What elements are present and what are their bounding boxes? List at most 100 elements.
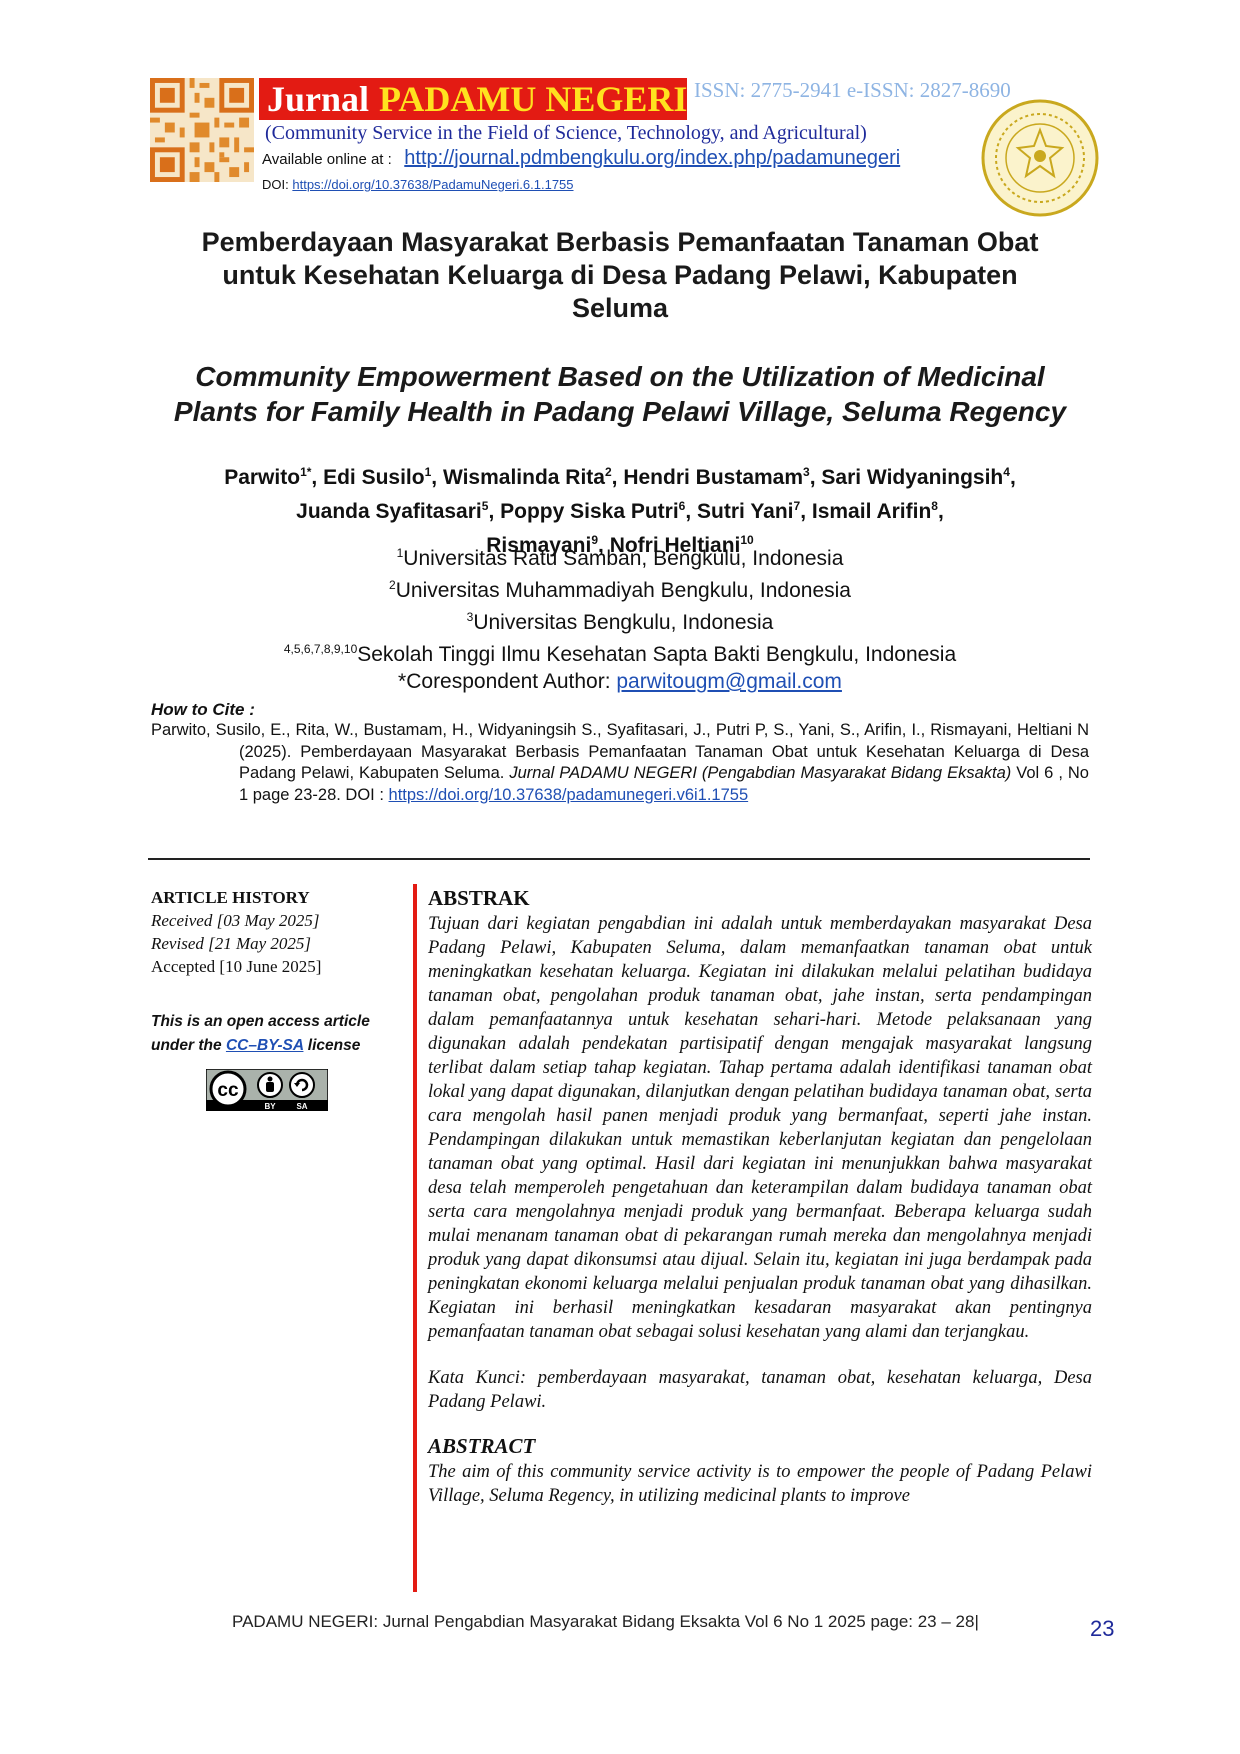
affiliation-list: 1Universitas Ratu Samban, Bengkulu, Indo… xyxy=(140,540,1100,695)
author-sep: , xyxy=(431,466,443,489)
open-access-note: This is an open access article under the… xyxy=(151,1010,370,1058)
author-name: Ismail Arifin xyxy=(811,500,932,523)
author-name: Nofri Heltiani xyxy=(609,534,741,557)
available-online: Available online at : http://journal.pdm… xyxy=(262,147,900,170)
journal-word: Jurnal xyxy=(267,79,370,119)
qr-code xyxy=(150,78,254,182)
author-sep: , xyxy=(598,534,610,557)
paper-title-indonesian: Pemberdayaan Masyarakat Berbasis Pemanfa… xyxy=(140,226,1100,325)
abstract-column: ABSTRAK Tujuan dari kegiatan pengabdian … xyxy=(428,884,1092,1508)
university-seal-logo xyxy=(981,99,1099,217)
author-sup: 1 xyxy=(424,465,432,479)
author-sep: , xyxy=(311,466,324,489)
affiliation-sup: 4,5,6,7,8,9,10 xyxy=(283,642,358,656)
doi-link[interactable]: https://doi.org/10.37638/PadamuNegeri.6.… xyxy=(292,177,574,192)
title-en-line: Plants for Family Health in Padang Pelaw… xyxy=(173,396,1067,427)
how-to-cite-heading: How to Cite : xyxy=(151,700,255,719)
author-sup: 4 xyxy=(1003,465,1010,479)
abstrak-heading: ABSTRAK xyxy=(428,886,530,910)
affiliation-item: 4,5,6,7,8,9,10Sekolah Tinggi Ilmu Keseha… xyxy=(140,636,1100,668)
cc-badge-text: cc xyxy=(217,1080,239,1101)
cc-by-sa-badge[interactable]: cc BY SA xyxy=(206,1069,328,1111)
journal-subtitle: (Community Service in the Field of Scien… xyxy=(265,122,867,144)
doi-line: DOI: https://doi.org/10.37638/PadamuNege… xyxy=(262,177,574,192)
license-link[interactable]: CC–BY-SA xyxy=(225,1037,304,1054)
abstract-heading: ABSTRACT xyxy=(428,1434,536,1458)
title-en-line: Community Empowerment Based on the Utili… xyxy=(195,361,1045,392)
title-id-line: untuk Kesehatan Keluarga di Desa Padang … xyxy=(222,260,1018,290)
sa-share-icon xyxy=(289,1072,315,1098)
author-name: Hendri Bustamam xyxy=(623,466,804,489)
license-post: license xyxy=(307,1037,361,1054)
corresponding-label: *Corespondent Author: xyxy=(398,670,611,693)
history-received: Received [03 May 2025] xyxy=(151,911,320,930)
citation-doi-link[interactable]: https://doi.org/10.37638/padamunegeri.v6… xyxy=(388,785,749,804)
history-heading: ARTICLE HISTORY xyxy=(151,888,310,907)
history-accepted: Accepted [10 June 2025] xyxy=(151,957,322,976)
author-name: Rismayani xyxy=(486,534,592,557)
affiliation-sup: 1 xyxy=(396,546,404,560)
author-sup: 2 xyxy=(604,465,612,479)
journal-name: PADAMU NEGERI xyxy=(379,79,688,119)
author-sep: , xyxy=(685,500,698,523)
page-number: 23 xyxy=(1090,1616,1115,1641)
affiliation-text: Universitas Bengkulu, Indonesia xyxy=(473,611,774,634)
abstract-accent-bar xyxy=(413,884,417,1592)
author-sup: 10 xyxy=(740,533,754,547)
abstrak-body: Tujuan dari kegiatan pengabdian ini adal… xyxy=(428,914,1092,1342)
by-badge-text: BY xyxy=(264,1102,276,1111)
author-sep: , xyxy=(488,500,501,523)
citation-text: Parwito, Susilo, E., Rita, W., Bustamam,… xyxy=(151,720,1089,806)
open-access-line: This is an open access article xyxy=(151,1013,370,1030)
author-sup: 1* xyxy=(300,465,312,479)
corresponding-email-link[interactable]: parwitougm@gmail.com xyxy=(616,670,842,693)
citation-body: Parwito, Susilo, E., Rita, W., Bustamam,… xyxy=(151,721,1089,782)
author-list: Parwito1*, Edi Susilo1, Wismalinda Rita2… xyxy=(140,458,1100,560)
affiliation-text: Universitas Ratu Samban, Bengkulu, Indon… xyxy=(403,547,844,570)
issn-text: ISSN: 2775-2941 e-ISSN: 2827-8690 xyxy=(694,78,1011,102)
affiliation-item: 3Universitas Bengkulu, Indonesia xyxy=(140,604,1100,636)
affiliation-text: Universitas Muhammadiyah Bengkulu, Indon… xyxy=(395,579,851,602)
license-pre: under the xyxy=(151,1037,222,1054)
paper-title-english: Community Empowerment Based on the Utili… xyxy=(140,359,1100,429)
author-name: Parwito xyxy=(224,466,301,489)
history-revised: Revised [21 May 2025] xyxy=(151,934,312,953)
affiliation-item: 1Universitas Ratu Samban, Bengkulu, Indo… xyxy=(140,540,1100,572)
title-id-line: Pemberdayaan Masyarakat Berbasis Pemanfa… xyxy=(201,227,1039,257)
author-line: Juanda Syafitasari5, Poppy Siska Putri6,… xyxy=(140,492,1100,526)
author-sep: , xyxy=(937,500,944,523)
author-sup: 7 xyxy=(793,499,801,513)
author-sep: , xyxy=(809,466,822,489)
author-name: Sutri Yani xyxy=(697,500,794,523)
title-id-line: Seluma xyxy=(571,293,669,323)
journal-url-link[interactable]: http://journal.pdmbengkulu.org/index.php… xyxy=(404,147,901,169)
author-sup: 6 xyxy=(678,499,686,513)
available-label: Available online at : xyxy=(262,151,392,168)
author-name: Poppy Siska Putri xyxy=(500,500,679,523)
doi-label: DOI: xyxy=(262,177,289,192)
corresponding-author: *Corespondent Author: parwitougm@gmail.c… xyxy=(140,668,1100,695)
section-divider xyxy=(148,858,1090,860)
affiliation-item: 2Universitas Muhammadiyah Bengkulu, Indo… xyxy=(140,572,1100,604)
author-name: Juanda Syafitasari xyxy=(296,500,482,523)
author-line: Rismayani9, Nofri Heltiani10 xyxy=(140,526,1100,560)
author-line: Parwito1*, Edi Susilo1, Wismalinda Rita2… xyxy=(140,458,1100,492)
journal-brand-banner: Jurnal PADAMU NEGERI xyxy=(259,78,687,120)
affiliation-sup: 2 xyxy=(389,578,396,592)
author-sep: , xyxy=(800,500,812,523)
author-sup: 3 xyxy=(803,465,810,479)
affiliation-text: Sekolah Tinggi Ilmu Kesehatan Sapta Bakt… xyxy=(357,643,957,666)
open-access-line: under the CC–BY-SA license xyxy=(151,1034,370,1058)
sa-badge-text: SA xyxy=(296,1102,307,1111)
author-sep: , xyxy=(1009,466,1016,489)
cc-icon xyxy=(209,1070,247,1108)
author-name: Edi Susilo xyxy=(323,466,425,489)
page-footer: PADAMU NEGERI: Jurnal Pengabdian Masyara… xyxy=(232,1612,979,1631)
author-name: Wismalinda Rita xyxy=(442,466,605,489)
abstrak-keywords: Kata Kunci: pemberdayaan masyarakat, tan… xyxy=(428,1368,1092,1412)
author-sup: 8 xyxy=(931,499,938,513)
citation-volume: Vol 6 , No 1 page 23-28. DOI : xyxy=(239,764,1089,804)
author-sep: , xyxy=(611,466,624,489)
abstract-body: The aim of this community service activi… xyxy=(428,1462,1092,1506)
author-name: Sari Widyaningsih xyxy=(821,466,1004,489)
